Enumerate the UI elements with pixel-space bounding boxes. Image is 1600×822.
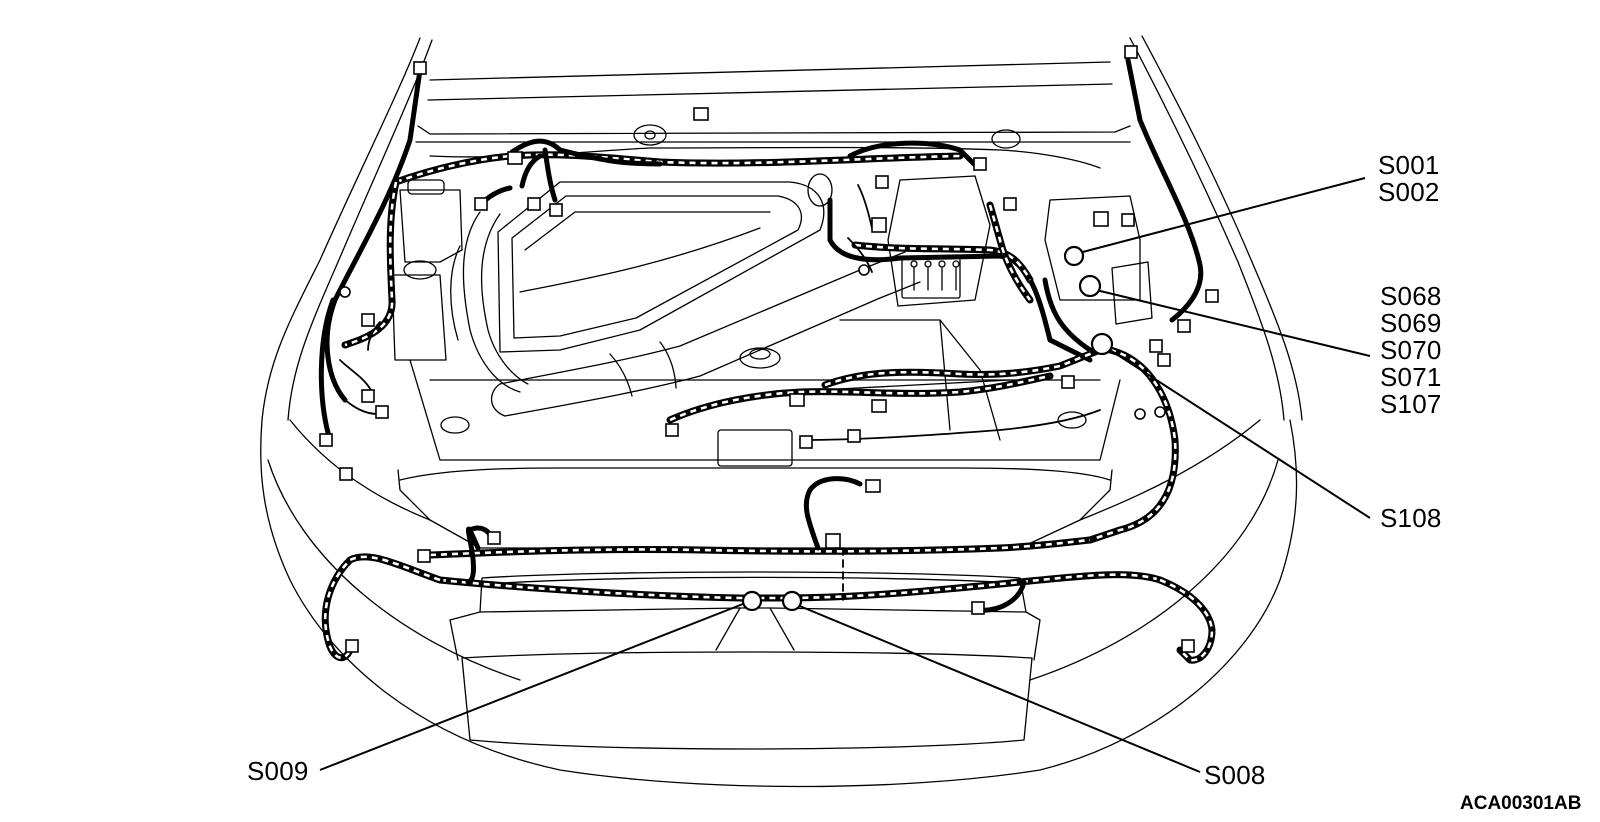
connector-icon [507,151,523,165]
connector-icon [474,197,488,211]
engine-block [391,173,1153,441]
connector-icon [1093,211,1109,227]
connector-icon [361,313,375,327]
splice-label-s070: S070 [1380,335,1442,365]
splice-callouts [319,177,1371,773]
ground-eyelet-icon [1134,408,1146,420]
connector-icon [1061,375,1075,389]
figure-code: ACA00301AB [1460,793,1582,814]
splice-label-group-mid: S068 S069 S070 S071 S107 [1380,283,1442,418]
connector-icon [1157,353,1171,367]
connector-icon [345,639,359,653]
splice-label-s001: S001 [1378,150,1440,180]
harness-connectors [319,45,1219,653]
ground-eyelet-icon [339,286,351,298]
connector-icon [665,423,679,437]
connector-icon [361,389,375,403]
ground-eyelet-icon [1154,406,1166,418]
connector-icon [871,217,887,233]
leader-line-s068 [1095,289,1371,357]
connector-icon [871,399,887,413]
connector-icon [487,531,501,545]
connector-icon [1003,197,1017,211]
connector-icon [1205,289,1219,303]
splice-label-group-top: S001 S002 [1378,152,1440,206]
connector-icon [1124,45,1138,59]
splice-label-s107: S107 [1380,389,1442,419]
connector-icon [527,197,541,211]
splice-marker-s068 [1078,274,1102,298]
wiring-harness [318,57,1216,664]
splice-label-s069: S069 [1380,308,1442,338]
splice-marker-s008 [781,590,803,612]
connector-icon [799,435,813,449]
ground-eyelet-icon [858,264,870,276]
splice-marker-s001 [1063,245,1085,267]
connector-icon [865,479,881,493]
connector-icon [375,405,389,419]
connector-icon [319,433,333,447]
leader-line-s008 [789,601,1201,773]
connector-icon [1149,339,1163,353]
splice-label-s002: S002 [1378,177,1440,207]
splice-label-s071: S071 [1380,362,1442,392]
connector-icon [1121,213,1135,227]
splice-label-s009: S009 [247,756,309,786]
splice-marker-s009 [741,590,763,612]
connector-icon [339,467,353,481]
splice-label-s068: S068 [1380,281,1442,311]
connector-icon [413,61,427,75]
connector-icon [1177,319,1191,333]
vehicle-body-outline [260,35,1303,788]
connector-icon [971,601,985,615]
connector-icon [693,107,709,121]
splice-label-s008: S008 [1204,760,1266,790]
connector-icon [549,203,563,217]
connector-icon [417,549,431,563]
leader-line-s001 [1074,177,1366,255]
connector-icon [847,429,861,443]
connector-icon [1181,639,1195,653]
splice-label-s108: S108 [1380,503,1442,533]
splice-marker-s108 [1090,332,1114,356]
leader-line-s108 [1109,349,1371,519]
connector-icon [789,393,805,407]
connector-icon [825,533,841,549]
connector-icon [875,175,889,189]
leader-line-s009 [319,601,749,771]
connector-icon [973,157,987,171]
